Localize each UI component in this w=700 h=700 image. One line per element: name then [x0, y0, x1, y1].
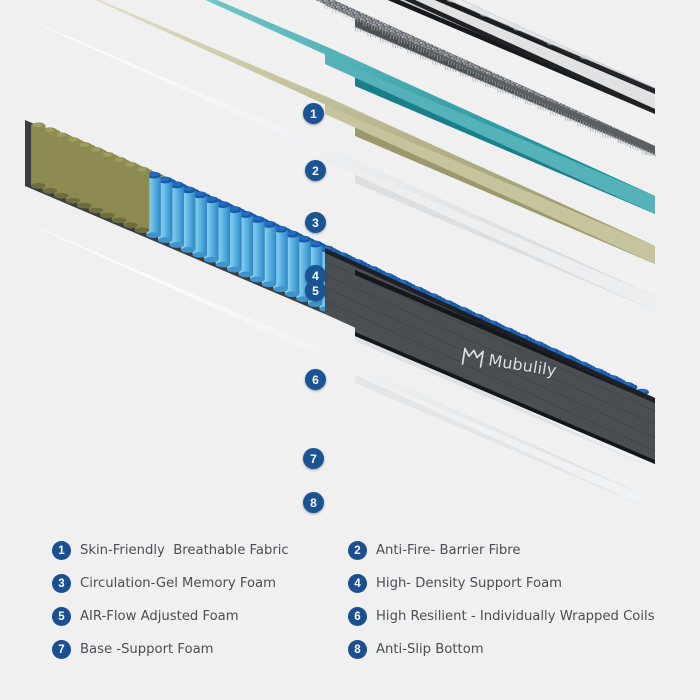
legend-badge-1: 1	[52, 541, 71, 560]
legend-badge-8: 8	[348, 640, 367, 659]
legend-item-6: 6 High Resilient - Individually Wrapped C…	[348, 607, 700, 626]
exploded-layers-svg	[25, 0, 656, 511]
callout-badge-1: 1	[303, 103, 324, 124]
legend-item-2: 2 Anti-Fire- Barrier Fibre	[348, 541, 700, 560]
legend-label-7: Base -Support Foam	[80, 642, 214, 657]
callout-badge-2: 2	[305, 160, 326, 181]
legend-item-1: 1 Skin-Friendly Breathable Fabric	[52, 541, 348, 560]
legend-badge-5: 5	[52, 607, 71, 626]
callout-badge-5: 5	[305, 280, 326, 301]
legend-label-4: High- Density Support Foam	[376, 576, 563, 591]
legend: 1 Skin-Friendly Breathable Fabric 2 Anti-Fi…	[0, 525, 700, 700]
legend-label-5: AIR-Flow Adjusted Foam	[80, 609, 239, 624]
legend-grid: 1 Skin-Friendly Breathable Fabric 2 Anti-Fi…	[0, 541, 700, 659]
legend-item-5: 5 AIR-Flow Adjusted Foam	[52, 607, 348, 626]
legend-item-4: 4 High- Density Support Foam	[348, 574, 700, 593]
legend-label-8: Anti-Slip Bottom	[376, 642, 484, 657]
callout-badge-3: 3	[305, 212, 326, 233]
callout-badge-8: 8	[303, 492, 324, 513]
brand-logo: Mubulily	[460, 345, 558, 381]
legend-badge-3: 3	[52, 574, 71, 593]
legend-label-6: High Resilient - Individually Wrapped Co…	[376, 609, 655, 624]
legend-label-2: Anti-Fire- Barrier Fibre	[376, 543, 521, 558]
legend-item-3: 3 Circulation-Gel Memory Foam	[52, 574, 348, 593]
legend-badge-7: 7	[52, 640, 71, 659]
legend-badge-2: 2	[348, 541, 367, 560]
legend-item-8: 8 Anti-Slip Bottom	[348, 640, 700, 659]
exploded-view-artwork	[25, 0, 656, 511]
callout-badge-7: 7	[303, 448, 324, 469]
legend-badge-4: 4	[348, 574, 367, 593]
legend-item-7: 7 Base -Support Foam	[52, 640, 348, 659]
legend-label-1: Skin-Friendly Breathable Fabric	[80, 543, 289, 558]
legend-badge-6: 6	[348, 607, 367, 626]
callout-badge-6: 6	[305, 369, 326, 390]
m-monogram-icon	[461, 347, 484, 368]
legend-label-3: Circulation-Gel Memory Foam	[80, 576, 276, 591]
